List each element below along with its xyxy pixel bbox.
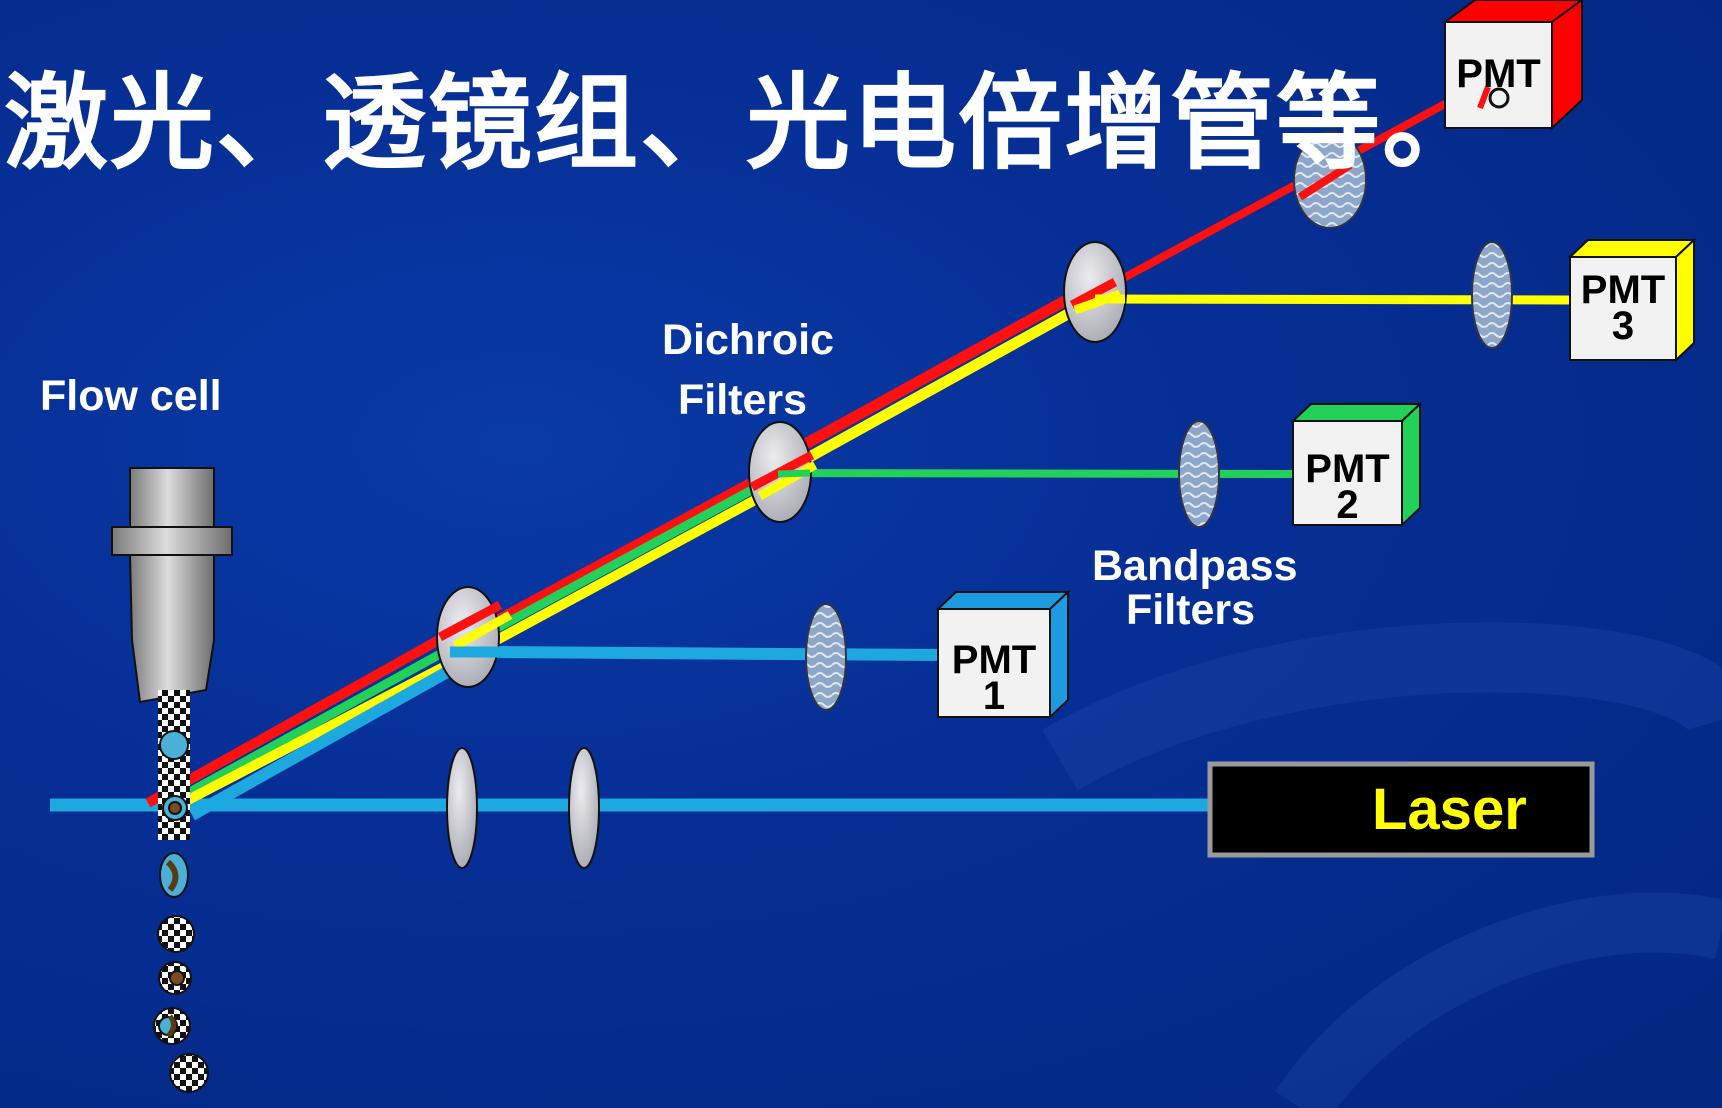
beam-highlights <box>437 278 1125 658</box>
pmt-box-2 <box>1290 401 1423 528</box>
dichroic-label-line1: Dichroic <box>662 316 835 364</box>
flow-cell-nozzle <box>111 467 233 704</box>
bandpass-filter-1 <box>805 603 847 711</box>
page-title: 激光、透镜组、光电倍增管等。 <box>4 62 1489 184</box>
pmt-2-label: PMT 2 <box>1293 447 1402 527</box>
pmt-box-1 <box>935 589 1071 720</box>
dichroic-label-line2: Filters <box>678 376 808 424</box>
cells <box>153 730 209 1093</box>
pmt-box-4 <box>1441 0 1584 131</box>
laser-label: Laser <box>1372 777 1527 842</box>
pmt-3-title: PMT <box>1580 268 1666 312</box>
bandpass-filter-2 <box>1178 420 1220 528</box>
pmt-2-title: PMT <box>1305 447 1390 491</box>
pmt-1-title: PMT <box>951 638 1037 682</box>
bandpass-filter-3 <box>1471 241 1513 349</box>
background-swirl <box>1042 622 1722 1108</box>
pmt-4-title: PMT <box>1456 52 1541 96</box>
pmt-1-label: PMT 1 <box>938 638 1050 718</box>
pmt-1-number: 1 <box>982 674 1006 718</box>
pmt-3-number: 3 <box>1611 304 1635 348</box>
focus-lens-1 <box>446 747 478 869</box>
bandpass-label-line1: Bandpass <box>1092 542 1298 590</box>
laser-box <box>1207 761 1595 858</box>
pmt-2-number: 2 <box>1336 483 1359 527</box>
pmt-3-label: PMT 3 <box>1570 268 1676 348</box>
focus-lens-2 <box>568 747 600 869</box>
bandpass-label-line2: Filters <box>1126 586 1256 634</box>
flow-cell-label: Flow cell <box>40 372 222 420</box>
pmt-4-label: PMT <box>1445 52 1552 96</box>
pmt-box-3 <box>1567 237 1697 363</box>
